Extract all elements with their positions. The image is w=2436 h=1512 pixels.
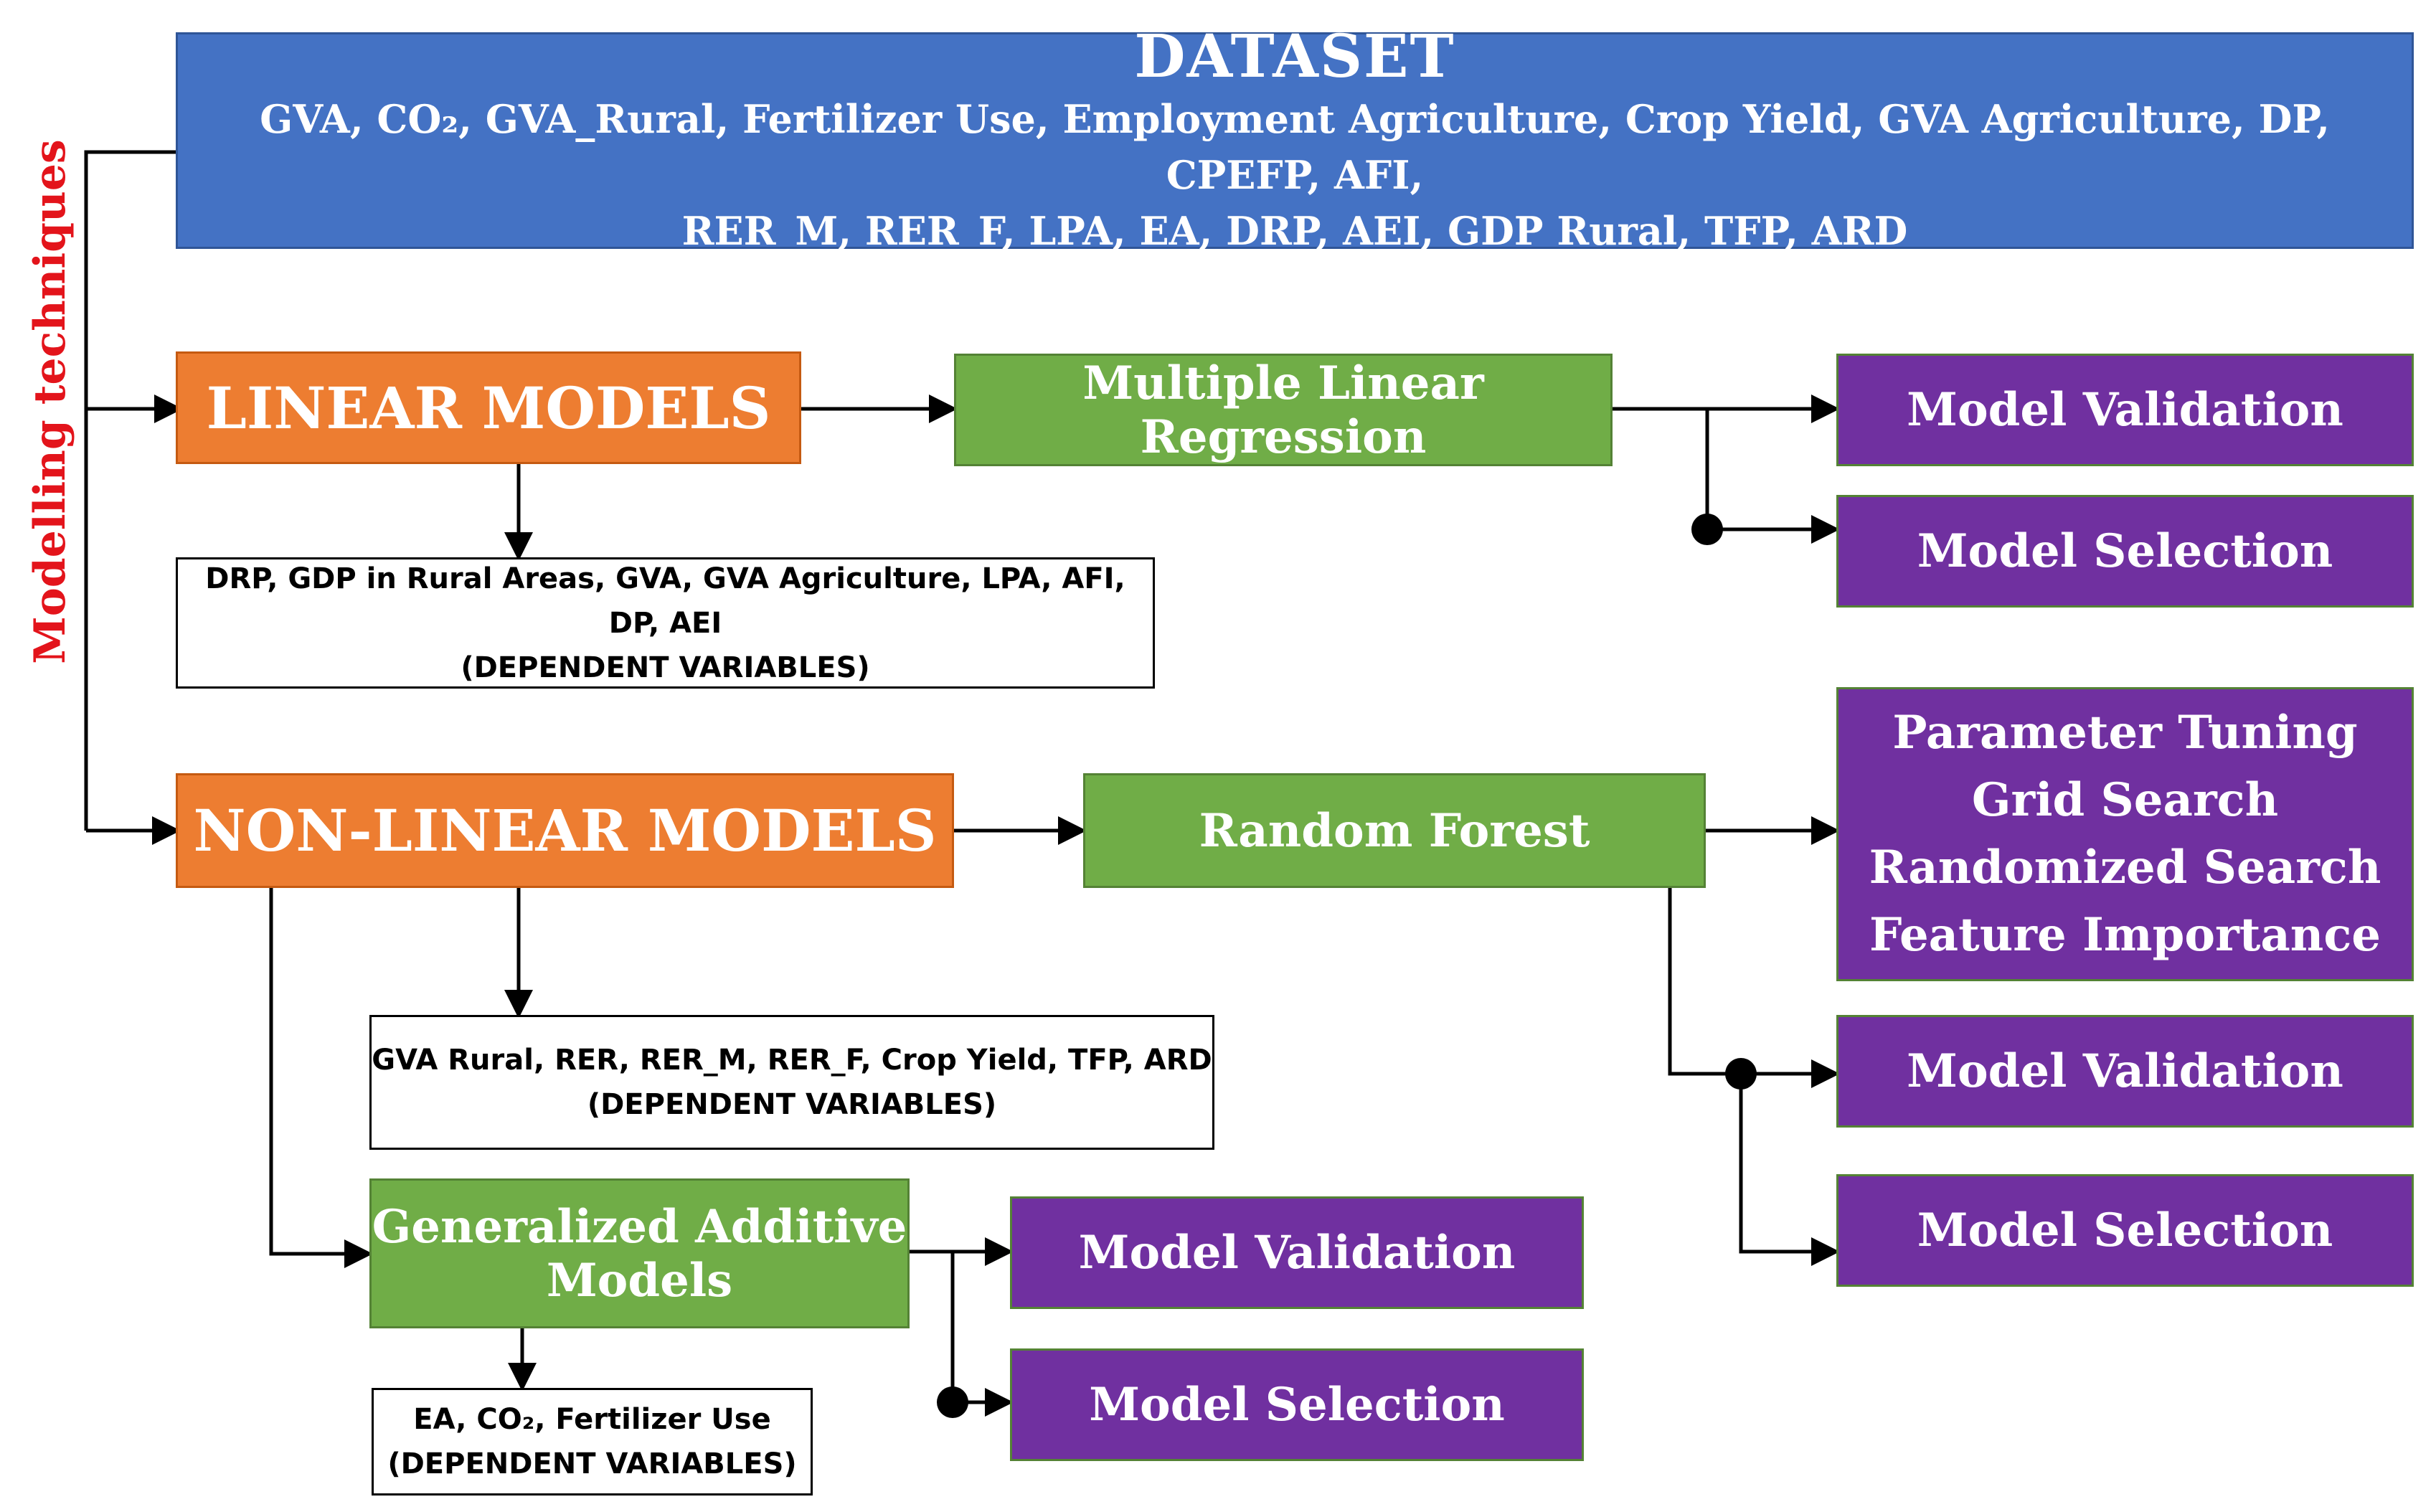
nonlinear-models-label: NON-LINEAR MODELS <box>193 797 937 864</box>
random-forest-box: Random Forest <box>1083 773 1706 888</box>
rf-model-selection-box: Model Selection <box>1836 1174 2414 1287</box>
dataset-variables-line2: RER_M, RER_F, LPA, EA, DRP, AEI, GDP Rur… <box>681 208 1908 254</box>
linear-dependent-variables-list: DRP, GDP in Rural Areas, GVA, GVA Agricu… <box>205 562 1125 640</box>
junction-dot-mlr <box>1691 514 1723 545</box>
linear-model-selection-label: Model Selection <box>1917 524 2333 578</box>
rf-down-line <box>1668 888 1840 1088</box>
gam-model-selection-box: Model Selection <box>1010 1348 1584 1461</box>
nonlinear-dependent-variables-box: GVA Rural, RER, RER_M, RER_F, Crop Yield… <box>369 1015 1214 1150</box>
linear-models-box: LINEAR MODELS <box>176 351 801 464</box>
multiple-linear-regression-label: Multiple Linear Regression <box>1082 356 1484 464</box>
dataset-variables-line1: GVA, CO₂, GVA_Rural, Fertilizer Use, Emp… <box>260 96 2330 198</box>
junction-dot-gam <box>937 1386 968 1418</box>
linear-models-label: LINEAR MODELS <box>206 374 771 442</box>
multiple-linear-regression-box: Multiple Linear Regression <box>954 354 1613 466</box>
rf-tuning-box: Parameter Tuning Grid Search Randomized … <box>1836 687 2414 981</box>
random-forest-label: Random Forest <box>1199 803 1590 858</box>
rf-feature-importance: Feature Importance <box>1869 908 2381 962</box>
nonlinear-dependent-variables-list: GVA Rural, RER, RER_M, RER_F, Crop Yield… <box>372 1044 1212 1077</box>
rf-selection-line <box>1739 1074 1840 1266</box>
gam-label-line2: Models <box>546 1253 733 1308</box>
linear-model-validation-box: Model Validation <box>1836 354 2414 466</box>
linear-dependent-variables-box: DRP, GDP in Rural Areas, GVA, GVA Agricu… <box>176 557 1155 689</box>
nonlinear-to-gam-line <box>269 888 373 1268</box>
rf-model-validation-label: Model Validation <box>1907 1044 2343 1098</box>
gam-model-validation-label: Model Validation <box>1078 1226 1516 1280</box>
gam-selection-line <box>950 1252 1014 1417</box>
nonlinear-dependent-variables-caption: (DEPENDENT VARIABLES) <box>587 1088 997 1121</box>
gam-dependent-variables-box: EA, CO₂, Fertilizer Use (DEPENDENT VARIA… <box>372 1388 813 1496</box>
rf-randomized-search: Randomized Search <box>1869 841 2381 894</box>
rf-grid-search: Grid Search <box>1971 773 2279 827</box>
gam-box: Generalized Additive Models <box>369 1178 910 1328</box>
dataset-title: DATASET <box>1134 22 1455 91</box>
nonlinear-models-box: NON-LINEAR MODELS <box>176 773 954 888</box>
gam-model-selection-label: Model Selection <box>1089 1378 1505 1432</box>
linear-dependent-variables-caption: (DEPENDENT VARIABLES) <box>461 651 870 684</box>
rf-parameter-tuning: Parameter Tuning <box>1892 706 2358 760</box>
linear-model-selection-box: Model Selection <box>1836 495 2414 608</box>
junction-dot-rf <box>1725 1058 1757 1090</box>
gam-model-validation-box: Model Validation <box>1010 1196 1584 1309</box>
rf-model-validation-box: Model Validation <box>1836 1015 2414 1128</box>
linear-model-validation-label: Model Validation <box>1907 383 2343 437</box>
dataset-spine-line <box>84 150 176 831</box>
side-label-modelling-techniques: Modelling techniques <box>25 139 75 664</box>
rf-model-selection-label: Model Selection <box>1917 1204 2333 1257</box>
gam-dependent-variables-list: EA, CO₂, Fertilizer Use <box>413 1403 771 1436</box>
dataset-box: DATASET GVA, CO₂, GVA_Rural, Fertilizer … <box>176 22 2414 254</box>
gam-dependent-variables-caption: (DEPENDENT VARIABLES) <box>387 1447 797 1480</box>
gam-label-line1: Generalized Additive <box>372 1199 907 1254</box>
